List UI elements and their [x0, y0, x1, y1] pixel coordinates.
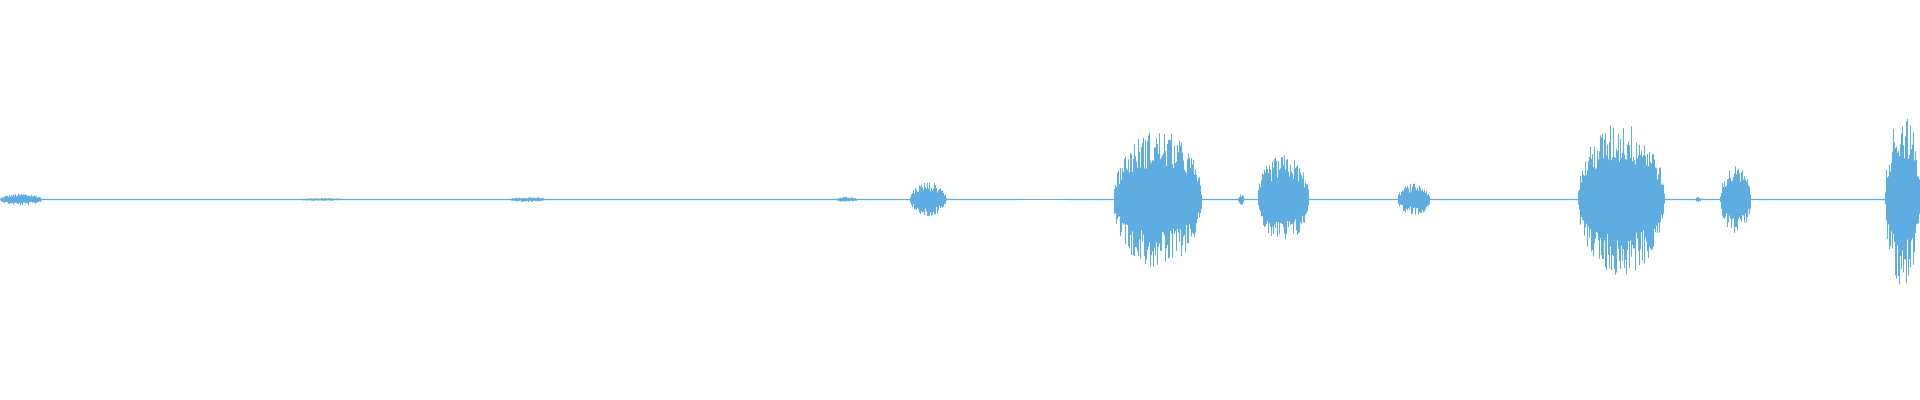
waveform-path — [0, 118, 1920, 285]
waveform-bars — [0, 118, 1920, 285]
